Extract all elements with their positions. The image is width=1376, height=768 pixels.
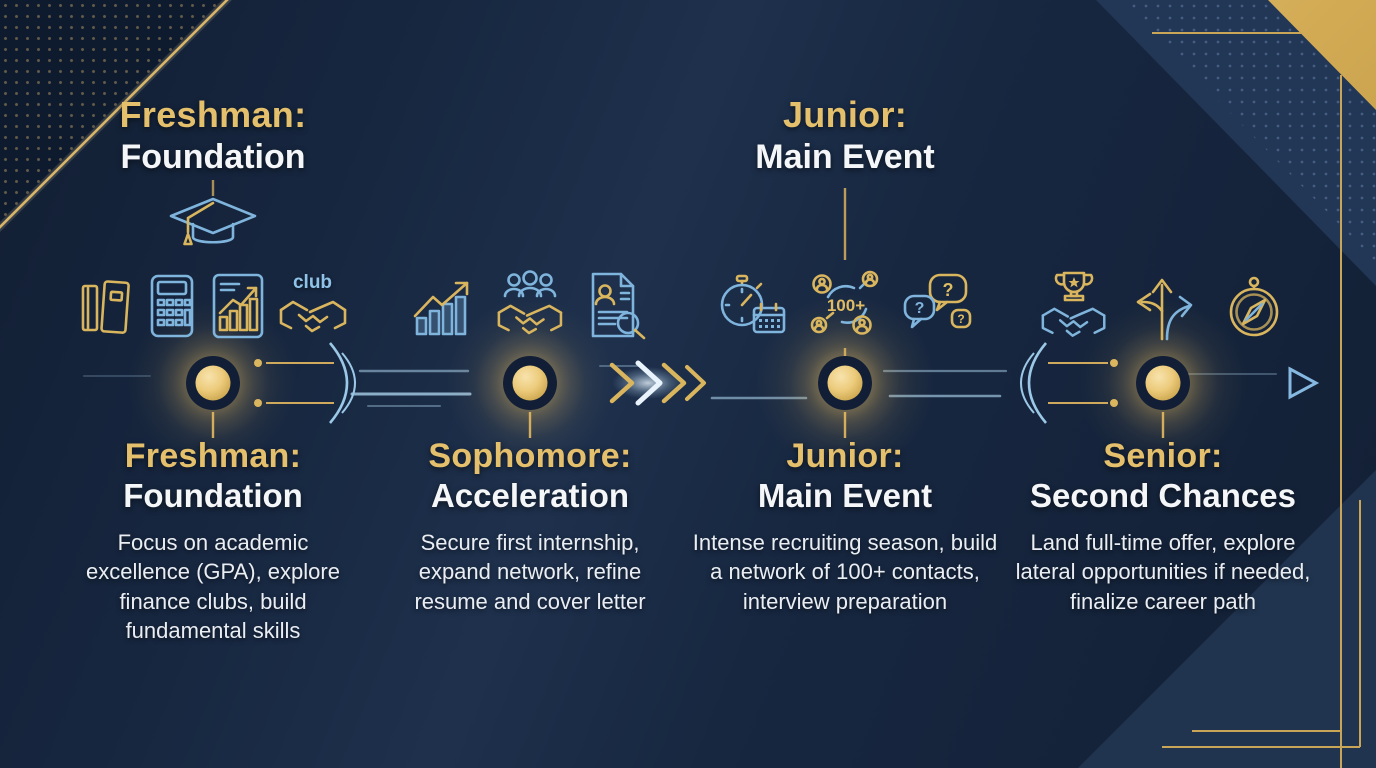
senior-icons xyxy=(998,264,1328,348)
top-label-junior: Junior: Main Event xyxy=(680,94,1010,177)
stage-sophomore-description: Secure first internship, expand network,… xyxy=(414,530,646,614)
stage-freshman-subtitle: Foundation xyxy=(123,477,303,515)
ornament-circuit-right xyxy=(254,342,356,424)
question-glyph: ? xyxy=(915,300,925,317)
books-icon xyxy=(77,274,135,338)
compass-icon xyxy=(1221,271,1287,341)
sophomore-icons xyxy=(365,264,695,348)
stage-senior-subtitle: Second Chances xyxy=(1030,477,1296,515)
growth-chart-icon xyxy=(411,274,477,338)
calculator-icon xyxy=(144,273,200,339)
ornament-circuit-left xyxy=(1020,342,1118,424)
top-label-freshman-title: Freshman: xyxy=(119,94,307,135)
stopwatch-calendar-icon xyxy=(714,272,790,340)
graduation-cap-icon xyxy=(163,193,263,263)
contacts-network-icon: 100+ xyxy=(806,270,886,341)
top-label-junior-subtitle: Main Event xyxy=(755,138,935,177)
stage-junior-subtitle: Main Event xyxy=(757,477,933,515)
stage-freshman-title: Freshman: xyxy=(124,437,302,475)
club-handshake-icon: club xyxy=(276,273,350,340)
resume-search-icon xyxy=(583,271,649,341)
stage-senior-title: Senior: xyxy=(1103,437,1223,475)
stage-junior-title: Junior: xyxy=(786,437,904,475)
stage-freshman: Freshman: Foundation Focus on academic e… xyxy=(48,437,378,645)
top-label-junior-title: Junior: xyxy=(782,94,908,135)
speed-streaks xyxy=(83,365,1277,407)
branching-arrows-icon xyxy=(1129,269,1201,343)
timeline-axis xyxy=(30,366,1320,400)
top-label-freshman: Freshman: Foundation xyxy=(48,94,378,177)
stage-junior: Junior: Main Event Intense recruiting se… xyxy=(680,437,1010,616)
chevron-arrows-icon xyxy=(609,360,706,406)
stage-junior-description: Intense recruiting season, build a netwo… xyxy=(692,530,998,614)
stage-sophomore: Sophomore: Acceleration Secure first int… xyxy=(365,437,695,616)
stage-sophomore-subtitle: Acceleration xyxy=(430,477,630,515)
bar-chart-document-icon xyxy=(209,273,267,339)
stage-senior: Senior: Second Chances Land full-time of… xyxy=(998,437,1328,616)
contacts-count-label: 100+ xyxy=(827,296,865,315)
junior-icons: 100+ ? ? ? xyxy=(680,264,1010,348)
question-glyph: ? xyxy=(943,280,954,300)
freshman-icons: club xyxy=(48,264,378,348)
top-label-freshman-subtitle: Foundation xyxy=(120,138,306,177)
stage-sophomore-title: Sophomore: xyxy=(428,437,632,475)
network-handshake-icon xyxy=(494,270,566,341)
question-glyph: ? xyxy=(957,312,964,326)
stage-freshman-description: Focus on academic excellence (GPA), expl… xyxy=(86,530,340,643)
question-bubbles-icon: ? ? ? xyxy=(902,272,976,340)
trophy-handshake-icon xyxy=(1039,270,1109,342)
stage-senior-description: Land full-time offer, explore lateral op… xyxy=(1015,530,1311,614)
club-label: club xyxy=(292,271,333,293)
timeline-arrowhead-icon xyxy=(1288,366,1320,400)
